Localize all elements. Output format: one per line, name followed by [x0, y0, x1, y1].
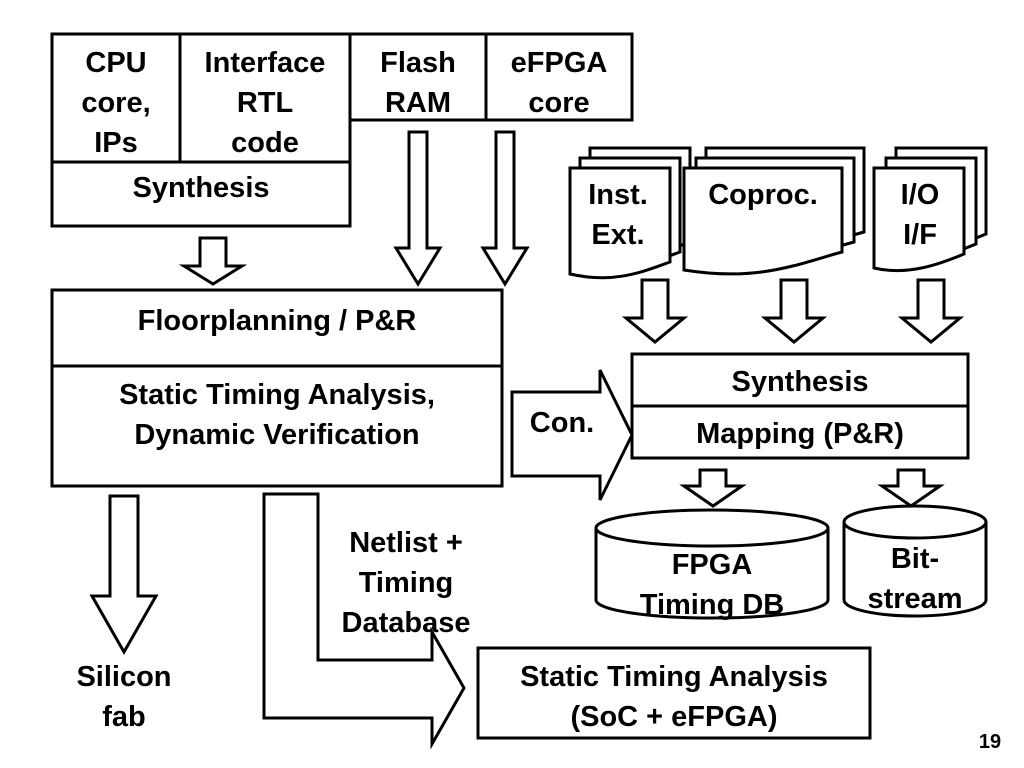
coproc-document-stack	[682, 146, 866, 276]
inst-ext-document-stack	[568, 146, 692, 280]
fpga-synthesis-label: Synthesis	[732, 366, 869, 398]
coproc-label: Coproc.	[708, 179, 818, 211]
efpga-core-box	[484, 32, 634, 122]
netlist-label-line2: Timing	[359, 567, 454, 599]
io-if-line2: I/F	[903, 219, 937, 251]
flash-ram-line2: RAM	[385, 87, 451, 119]
fpga-timing-db-line1: FPGA	[672, 549, 753, 581]
synthesis-to-floorplan-arrow	[178, 236, 248, 286]
bitstream-line2: stream	[867, 583, 962, 615]
efpga-core-line2: core	[528, 87, 589, 119]
sta-dynamic-line2: Dynamic Verification	[134, 419, 419, 451]
cpu-core-ips-line2: core,	[81, 87, 150, 119]
mapping-to-timing-db-arrow	[679, 468, 747, 508]
netlist-label-line1: Netlist +	[349, 527, 463, 559]
netlist-bent-arrow	[262, 492, 466, 750]
asic-flow-box	[50, 288, 504, 488]
interface-rtl-line2: RTL	[237, 87, 293, 119]
interface-rtl-line3: code	[231, 127, 299, 159]
netlist-label-line3: Database	[342, 607, 471, 639]
fpga-synthesis-box	[630, 352, 970, 408]
fpga-mapping-label: Mapping (P&R)	[696, 418, 904, 450]
io-if-down-arrow	[897, 278, 965, 344]
bitstream-line1: Bit-	[891, 543, 939, 575]
io-if-document-stack	[872, 146, 988, 273]
final-sta-line1: Static Timing Analysis	[520, 661, 828, 693]
page-number: 19	[979, 731, 1001, 753]
fpga-timing-db-cylinder	[594, 508, 830, 620]
inst-ext-line1: Inst.	[588, 179, 648, 211]
efpga-core-down-arrow	[480, 130, 530, 287]
constraints-arrow	[510, 369, 634, 501]
coproc-down-arrow	[760, 278, 828, 344]
inst-ext-down-arrow	[621, 278, 689, 344]
flash-ram-line1: Flash	[380, 47, 456, 79]
flash-ram-down-arrow	[393, 130, 443, 287]
floorplanning-label: Floorplanning / P&R	[138, 305, 417, 337]
interface-rtl-code-box	[178, 32, 352, 164]
silicon-fab-arrow	[89, 494, 159, 656]
io-if-line1: I/O	[901, 179, 940, 211]
mapping-to-bitstream-arrow	[877, 468, 945, 508]
silicon-fab-line1: Silicon	[76, 661, 171, 693]
interface-rtl-line1: Interface	[205, 47, 326, 79]
efpga-core-line1: eFPGA	[511, 47, 608, 79]
final-sta-line2: (SoC + eFPGA)	[570, 701, 777, 733]
top-synthesis-box	[50, 160, 352, 228]
bitstream-cylinder	[842, 504, 988, 618]
sta-dynamic-line1: Static Timing Analysis,	[119, 379, 435, 411]
constraints-label: Con.	[530, 407, 594, 439]
cpu-core-ips-box	[50, 32, 182, 164]
cpu-core-ips-line1: CPU	[85, 47, 146, 79]
silicon-fab-line2: fab	[102, 701, 146, 733]
inst-ext-line2: Ext.	[591, 219, 644, 251]
fpga-mapping-box	[630, 404, 970, 460]
fpga-timing-db-line2: Timing DB	[640, 589, 784, 621]
cpu-core-ips-line3: IPs	[94, 127, 138, 159]
final-sta-box	[476, 646, 872, 740]
top-synthesis-label: Synthesis	[133, 172, 270, 204]
